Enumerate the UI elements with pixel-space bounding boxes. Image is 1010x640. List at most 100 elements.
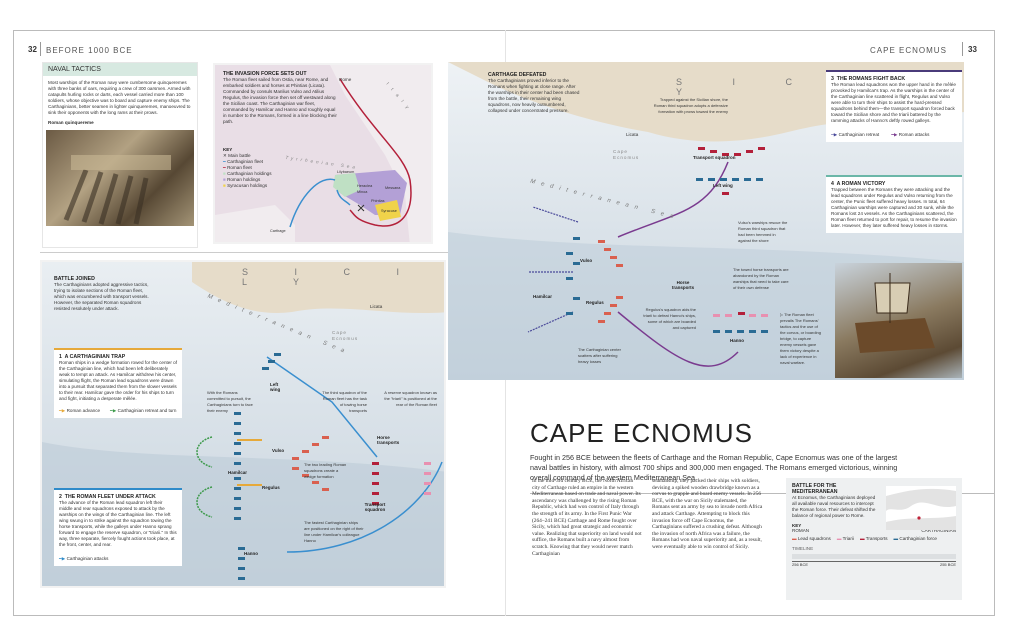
legend-roman-advance: ━▶ Roman advance xyxy=(59,408,101,413)
roman-lead-ships xyxy=(292,436,329,491)
sicily-label: S I C I L Y xyxy=(676,77,925,97)
step-3-box: 3 THE ROMANS FIGHT BACK The Roman lead s… xyxy=(826,70,962,142)
timeline-title: TIMELINE xyxy=(792,546,814,551)
key-transports: ▬ Transports xyxy=(859,536,888,541)
legend-carthaginian-retreat: ┅▶ Carthaginian retreat xyxy=(831,132,880,137)
key-roman-holdings: ■ Roman holdings xyxy=(223,177,261,182)
roman-fleet-route xyxy=(339,78,412,227)
note: With the Romans committed to pursuit, th… xyxy=(207,390,253,413)
label-horse-transports: Horse transports xyxy=(377,435,400,445)
key-roman-fleet: ━ Roman fleet xyxy=(223,165,252,170)
note: A reserve squadron known as the "triarii… xyxy=(384,390,437,407)
cape-label: Cape Ecnomus xyxy=(332,330,359,341)
divider xyxy=(40,42,41,56)
battle-joined-text: The Carthaginians adopted aggressive tac… xyxy=(54,282,149,311)
key-carthaginian-fleet: ━ Carthaginian fleet xyxy=(223,159,264,164)
label-left-wing: Left wing xyxy=(270,382,281,392)
key-title: KEY xyxy=(792,523,802,528)
label-hamilcar: Hamilcar xyxy=(228,470,248,475)
place-syracuse: Syracuse xyxy=(381,209,397,213)
sidebar-text: At Ecnomus, the Carthaginians deployed a… xyxy=(792,495,876,518)
divider xyxy=(962,42,963,56)
step-4-box: 4 A ROMAN VICTORY Trapped between the Ro… xyxy=(826,175,962,233)
article-column-2: seamanship, they packed their ships with… xyxy=(652,478,763,550)
invasion-key: KEY ✕ Main battle ━ Carthaginian fleet ━… xyxy=(223,147,283,189)
invasion-text: The Roman fleet sailed from Ostia, near … xyxy=(223,77,337,124)
battle-joined-title: BATTLE JOINED xyxy=(54,276,95,282)
place-heraclea: Heraclea Minoa xyxy=(357,184,373,194)
place-carthage: Carthage xyxy=(270,229,286,233)
naval-tactics-box: NAVAL TACTICS Most warships of the Roman… xyxy=(42,62,198,248)
article-column-1: In the mid-3rd century BCE, the North Af… xyxy=(532,478,642,557)
running-head-left: BEFORE 1000 BCE xyxy=(46,46,133,55)
key-carthaginian-holdings: ■ Carthaginian holdings xyxy=(223,171,272,176)
carthage-defeated-text: The Carthaginians proved inferior to the… xyxy=(488,78,580,113)
carthaginian-fleet-route xyxy=(289,178,351,228)
naval-battle-painting xyxy=(835,263,962,378)
key-main-battle: ✕ Main battle xyxy=(223,153,251,158)
sicily-label: S I C I L Y xyxy=(242,267,422,287)
label-vulso: Vulso xyxy=(580,258,593,263)
page-frame xyxy=(13,30,995,616)
place-rome: Rome xyxy=(339,77,352,82)
place-messana: Messana xyxy=(385,186,401,190)
running-head-right: CAPE ECNOMUS xyxy=(870,46,947,55)
main-battle-icon xyxy=(357,204,365,212)
quinquereme-relief-image xyxy=(46,130,194,226)
note: The third squadron of the Roman fleet ha… xyxy=(322,390,367,413)
place-lilybaeum: Lilybaeum xyxy=(337,170,355,174)
timeline-start: 256 BCE xyxy=(792,562,809,567)
note: The two leading Roman squadrons create a… xyxy=(304,462,347,479)
step-1-text: Roman ships in a wedge formation rowed f… xyxy=(59,360,177,401)
place-phintias: Phintias xyxy=(371,199,385,203)
label-hanno: Hanno xyxy=(730,338,744,343)
note: The Carthaginian center scatters after s… xyxy=(578,347,621,364)
key-carthaginian: CARTHAGINIAN xyxy=(921,528,956,533)
invasion-map-drawing xyxy=(215,65,431,242)
label-regulus: Regulus xyxy=(586,300,604,305)
legend-roman-attacks: ━▶ Roman attacks xyxy=(891,132,930,137)
step-4-title: A ROMAN VICTORY xyxy=(836,181,886,187)
step-2-box: 2 THE ROMAN FLEET UNDER ATTACK The advan… xyxy=(54,488,182,566)
label-left-wing: Left wing xyxy=(713,183,733,188)
step-3-title: THE ROMANS FIGHT BACK xyxy=(836,76,906,82)
label-transport-squadron: Transport squadron xyxy=(364,502,386,512)
note: The towed horse transports are abandoned… xyxy=(733,267,789,290)
divider xyxy=(40,252,500,253)
label-hamilcar: Hamilcar xyxy=(533,294,553,299)
carthaginian-holdings xyxy=(333,173,360,197)
legend-carthaginian-attacks: ━▶ Carthaginian attacks xyxy=(59,556,109,561)
carthaginian-ships xyxy=(234,353,281,580)
legend-carthaginian-retreat: ━▶ Carthaginian retreat and turn xyxy=(110,408,177,413)
key-roman: ROMAN xyxy=(792,528,810,533)
licata-label: Licata xyxy=(626,132,639,137)
battle-sidebar: BATTLE FOR THE MEDITERRANEAN At Ecnomus,… xyxy=(786,478,962,600)
divider xyxy=(530,493,995,494)
note: Vulso's warships rescue the Roman third … xyxy=(738,220,788,243)
article-title: CAPE ECNOMUS xyxy=(530,418,753,448)
naval-tactics-text: Most warships of the Roman navy were cum… xyxy=(48,80,191,115)
note: The fastest Carthaginian ships are posit… xyxy=(304,520,364,543)
carthage-defeated-title: CARTHAGE DEFEATED xyxy=(488,72,547,78)
image-caption: Roman quinquereme xyxy=(48,120,94,125)
step-2-text: The advance of the Roman lead squadron l… xyxy=(59,500,177,547)
timeline-bar xyxy=(792,554,956,559)
timeline-end: 255 BCE xyxy=(939,562,956,567)
key-lead-squadrons: ▬ Lead squadrons xyxy=(792,536,831,541)
note: Regulus's squadron aids the triarii to d… xyxy=(643,307,696,330)
syracusan-holdings xyxy=(375,200,401,221)
key-carthaginian-force: ▬ Carthaginian force xyxy=(893,536,937,541)
invasion-title: THE INVASION FORCE SETS OUT xyxy=(223,71,307,77)
label-vulso: Vulso xyxy=(272,448,285,453)
cape-label: Cape Ecnomus xyxy=(613,149,640,160)
battle-joined-map: BATTLE JOINED The Carthaginians adopted … xyxy=(40,260,446,588)
label-horse-transports: Horse transports xyxy=(671,280,695,290)
licata-label: Licata xyxy=(370,304,383,309)
invasion-map: THE INVASION FORCE SETS OUT The Roman fl… xyxy=(213,63,433,244)
timeline-axis xyxy=(792,561,956,562)
page-number-left: 32 xyxy=(28,45,37,54)
locator-map xyxy=(886,486,956,530)
key-title: KEY xyxy=(223,147,233,152)
fleet-prevails-caption: ▷ The Roman fleet prevails The Romans' t… xyxy=(780,312,821,365)
note: Trapped against the Sicilian shore, the … xyxy=(653,97,728,114)
